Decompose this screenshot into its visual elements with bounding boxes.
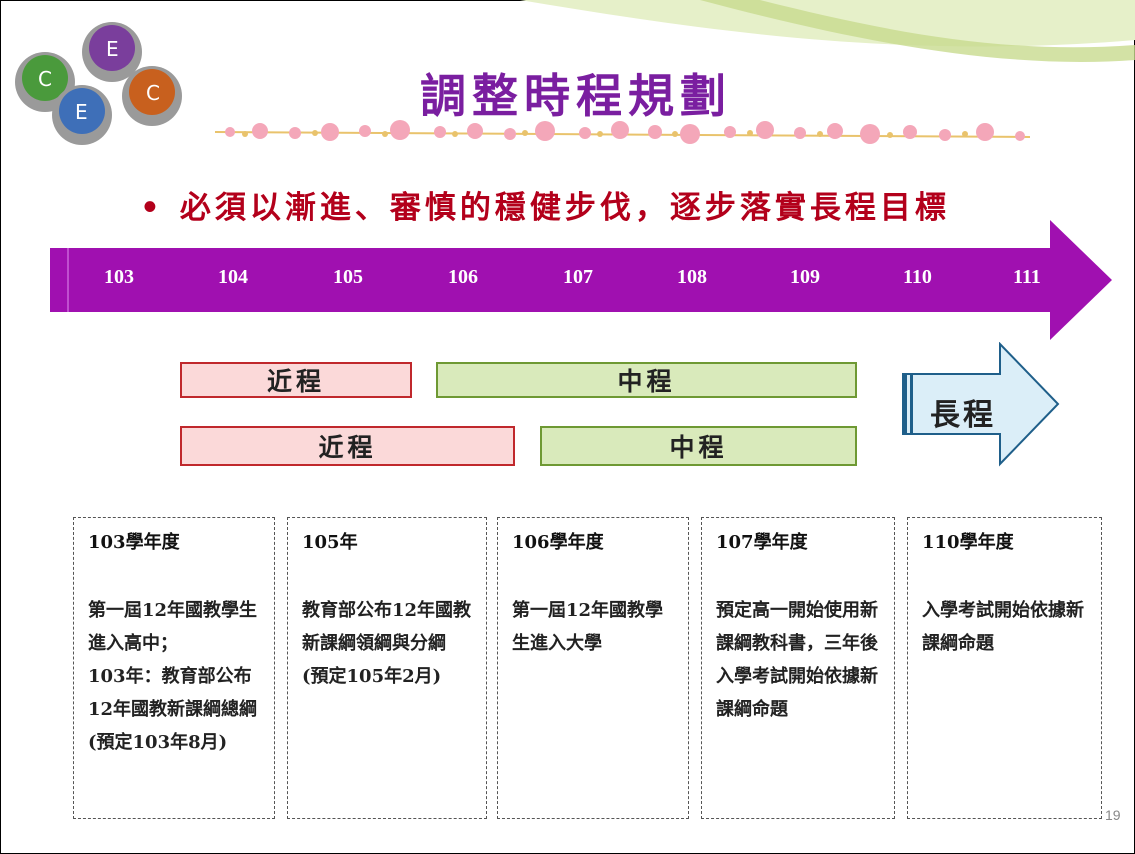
milestone-card: 110學年度 入學考試開始依據新課綱命題 [907,517,1102,819]
mid-term-bar-row2: 中程 [540,426,857,466]
timeline-arrow [50,220,1112,340]
milestone-card: 106學年度 第一屆12年國教學生進入大學 [497,517,689,819]
bullet-dot-icon: • [140,190,164,226]
card-heading: 106學年度 [512,532,604,553]
card-line: 預定高一開始使用新課綱教科書，三年後入學考試開始依據新課綱命題 [716,600,878,720]
year-label: 108 [677,266,707,288]
year-label: 103 [104,266,134,288]
bullet-text: 必須以漸進、審慎的穩健步伐，逐步落實長程目標 [179,190,950,226]
year-label: 107 [563,266,593,288]
year-label: 106 [448,266,478,288]
card-line: (預定103年8月) [88,732,228,753]
year-label: 111 [1013,266,1041,288]
logo-letter-c1: C [38,67,52,91]
year-label: 105 [333,266,363,288]
card-line: 第一屆12年國教學生進入大學 [512,600,664,654]
year-label: 104 [218,266,248,288]
card-heading: 105年 [302,532,358,553]
page-number: 19 [1105,807,1121,823]
card-line: 第一屆12年國教學生進入高中； [88,600,258,654]
header-decoration: C E E C [15,0,1135,145]
milestone-card: 105年 教育部公布12年國教新課綱領綱與分綱 (預定105年2月) [287,517,487,819]
milestone-card: 103學年度 第一屆12年國教學生進入高中； 103年：教育部公布12年國教新課… [73,517,275,819]
year-label: 110 [903,266,932,288]
bullet-point: • 必須以漸進、審慎的穩健步伐，逐步落實長程目標 [140,182,1040,227]
near-term-bar-row2: 近程 [180,426,515,466]
mid-term-bar-row1: 中程 [436,362,857,398]
card-line: (預定105年2月) [302,666,442,687]
logo-letter-e1: E [106,37,119,61]
flower-line [214,120,1031,144]
slide-title: 調整時程規劃 [420,69,732,123]
card-heading: 103學年度 [88,532,180,553]
card-line: 103年：教育部公布12年國教新課綱總綱 [88,666,258,720]
year-label: 109 [790,266,820,288]
long-term-arrow [902,342,1060,467]
logo-letter-c2: C [146,81,160,105]
milestone-card: 107學年度 預定高一開始使用新課綱教科書，三年後入學考試開始依據新課綱命題 [701,517,895,819]
card-heading: 110學年度 [922,532,1014,553]
card-heading: 107學年度 [716,532,808,553]
card-line: 入學考試開始依據新課綱命題 [922,600,1084,654]
cee-logo [15,22,182,145]
logo-letter-e2: E [75,100,88,124]
near-term-bar-row1: 近程 [180,362,412,398]
long-term-label: 長程 [930,398,996,433]
card-line: 教育部公布12年國教新課綱領綱與分綱 [302,600,472,654]
